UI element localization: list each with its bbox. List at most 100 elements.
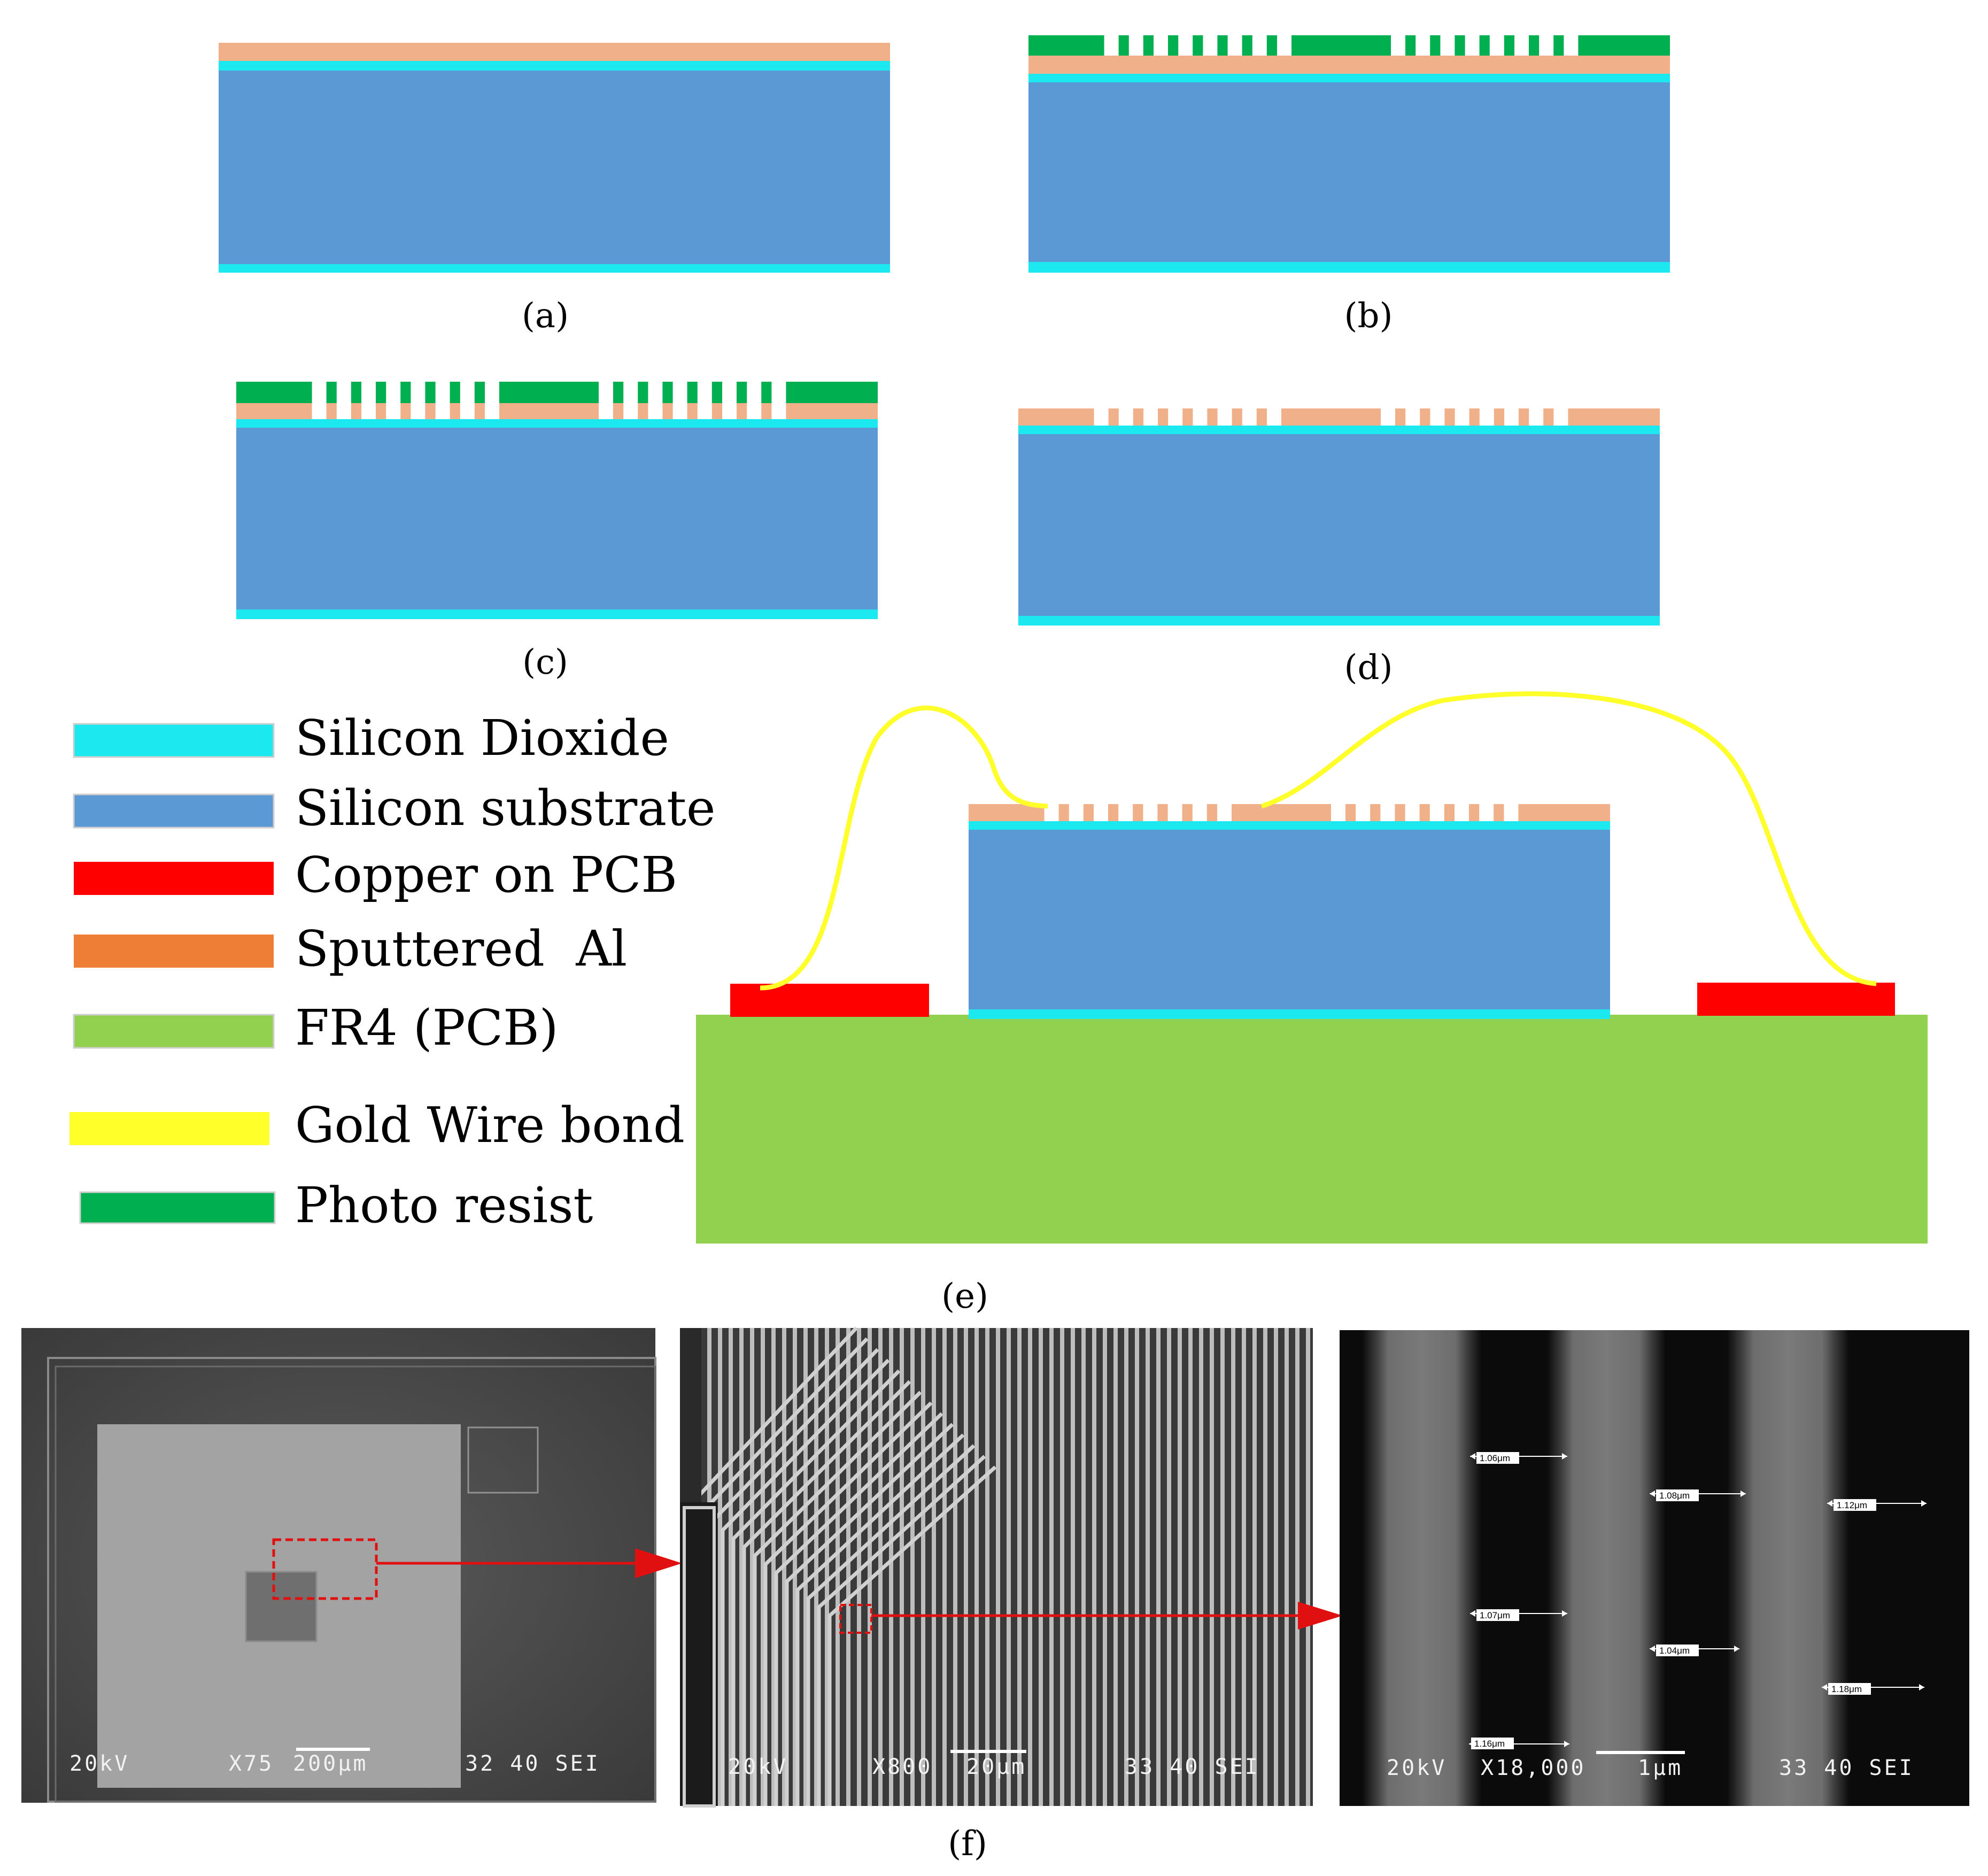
corner-shadow (680, 1328, 701, 1504)
al-segment (1444, 804, 1455, 821)
sem-scale-label: 1μm (1638, 1756, 1683, 1780)
al-segment (1370, 804, 1381, 821)
al-segment (1182, 804, 1193, 821)
photo-resist-segment (662, 382, 673, 403)
photo-resist-segment (761, 382, 772, 403)
gold-wire-bond-right (1260, 691, 1877, 986)
photo-resist-segment (376, 382, 386, 403)
sem-voltage: 20kV (69, 1751, 129, 1776)
al-segment (236, 403, 312, 419)
legend-swatch (79, 1191, 276, 1224)
measurement-label-box (1656, 1489, 1699, 1501)
oxide-bottom-layer (236, 609, 878, 619)
oxide-top-layer (1028, 74, 1670, 82)
sem-magnification: X75 (229, 1751, 274, 1776)
measurement-label-box (1834, 1499, 1876, 1511)
photo-resist-pattern (1028, 35, 1670, 56)
copper-pad-right (1697, 983, 1895, 1016)
al-segment (1444, 408, 1455, 426)
etched-al-pattern (1018, 408, 1660, 426)
al-segment (1256, 408, 1267, 426)
al-segment (1058, 804, 1069, 821)
bond-pad (467, 1426, 539, 1494)
photo-resist-segment (737, 382, 747, 403)
al-segment (1469, 408, 1480, 426)
photo-resist-segment (1553, 35, 1564, 56)
bond-pad-edge (680, 1502, 717, 1806)
sem-image-2: 20kV X800 20μm 33 40 SEI (680, 1326, 1313, 1808)
legend-item-sputtered-al: Sputtered Al (74, 920, 627, 977)
al-segment (499, 403, 599, 419)
photo-resist-segment (1504, 35, 1514, 56)
panel-d-cross-section (1018, 408, 1660, 626)
oxide-bottom-layer (1018, 616, 1660, 626)
grating-corner-lines (680, 1326, 997, 1806)
al-segment (638, 403, 648, 419)
al-segment (1494, 408, 1504, 426)
grating-corner-line (795, 1433, 965, 1806)
etched-al-pattern (969, 804, 1610, 821)
measurement-label: 1.12μm (1837, 1500, 1867, 1510)
al-segment (1568, 408, 1660, 426)
fr4-pcb (696, 1015, 1928, 1244)
legend-swatch (69, 1112, 269, 1145)
al-segment (1518, 804, 1610, 821)
al-segment (1420, 408, 1430, 426)
die-outline-inner (55, 1365, 656, 1803)
al-segment (1232, 804, 1331, 821)
legend-swatch (73, 793, 275, 829)
zoom-arrow-2-head (1298, 1602, 1343, 1630)
photo-resist-segment (1242, 35, 1252, 56)
al-segment (1108, 804, 1119, 821)
photo-resist-segment (1405, 35, 1416, 56)
legend-swatch (74, 862, 274, 895)
sem-image-1: 20kV X75 200μm 32 40 SEI (21, 1328, 656, 1803)
caption-e: (e) (941, 1277, 988, 1316)
photo-resist-segment (687, 382, 698, 403)
al-segment (662, 403, 673, 419)
photo-resist-segment (326, 382, 337, 403)
photo-resist-segment (1578, 35, 1670, 56)
photo-resist-segment (613, 382, 624, 403)
legend-swatch (73, 1014, 275, 1049)
measurement-label-box (1828, 1683, 1871, 1695)
silicon-substrate (219, 71, 890, 264)
al-layer (1028, 56, 1670, 74)
al-segment (737, 403, 747, 419)
measurement-label: 1.16μm (1474, 1739, 1505, 1749)
panel-a-cross-section (219, 43, 890, 273)
photo-resist-segment (236, 382, 312, 403)
legend-label: FR4 (PCB) (295, 999, 559, 1056)
panel-e-packaged-device (696, 691, 1928, 1244)
sem-magnification: X18,000 (1481, 1756, 1586, 1780)
al-segment (1419, 804, 1430, 821)
al-segment (1182, 408, 1193, 426)
al-segment (376, 403, 386, 419)
legend-item-silicon-substrate: Silicon substrate (73, 779, 716, 837)
grating-corner-line (827, 1465, 997, 1806)
photo-resist-segment (1118, 35, 1129, 56)
photo-resist-segment (351, 382, 361, 403)
legend-item-photo-resist: Photo resist (79, 1177, 593, 1234)
caption-a: (a) (522, 296, 569, 336)
legend-label: Sputtered Al (295, 920, 627, 977)
grating-corner-line (742, 1380, 911, 1806)
legend: Silicon Dioxide Silicon substrate Copper… (69, 709, 716, 1234)
grating-corner-line (785, 1423, 954, 1806)
al-segment (613, 403, 624, 419)
photo-resist-segment (499, 382, 599, 403)
sem-info: 33 40 SEI (1125, 1755, 1260, 1779)
grating-line (1547, 1330, 1666, 1806)
photo-resist-segment (1217, 35, 1228, 56)
sem-image-3: 1.06μm1.08μm1.12μm1.07μm1.04μm1.18μm1.16… (1340, 1330, 1969, 1806)
silicon-substrate (1018, 434, 1660, 616)
legend-swatch (73, 723, 275, 758)
measurement-label: 1.07μm (1480, 1610, 1510, 1620)
sem-voltage: 20kV (728, 1755, 788, 1779)
grating-corner-line (806, 1444, 976, 1806)
silicon-substrate (969, 830, 1610, 1009)
al-segment (400, 403, 411, 419)
photo-resist-segment (1455, 35, 1465, 56)
oxide-bottom-layer (219, 264, 890, 273)
